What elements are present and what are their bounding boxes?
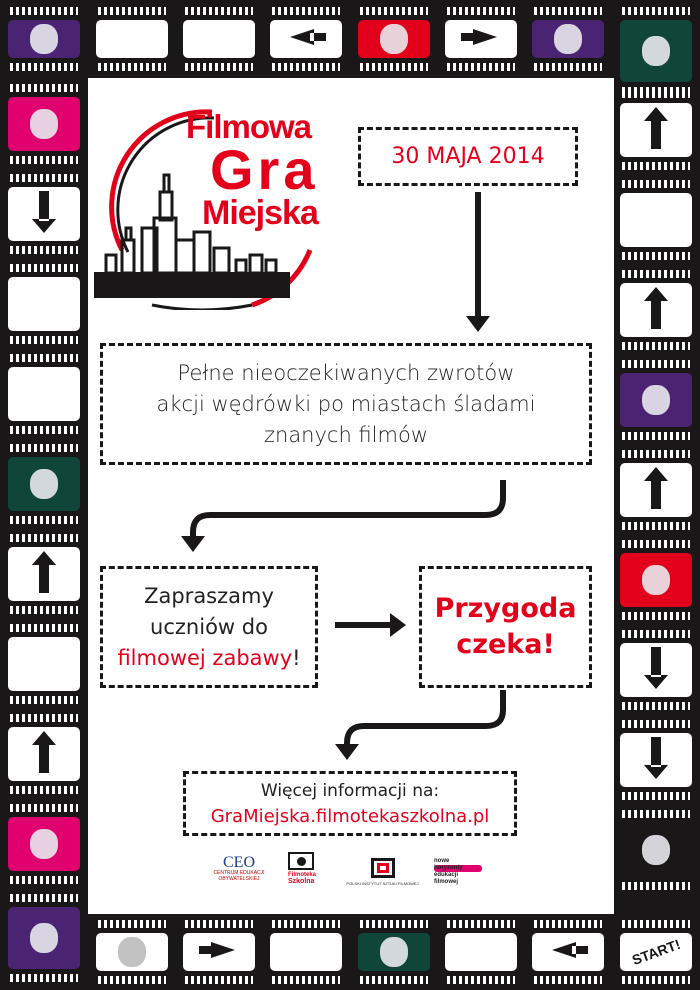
more-info-label: Więcej informacji na:: [260, 780, 440, 801]
arrow-down-icon: [8, 185, 80, 243]
camera-icon: [30, 469, 58, 499]
board-cell: [96, 7, 168, 71]
lemon-icon: [30, 923, 58, 953]
board-cell: [620, 180, 692, 260]
logo-filmowa-gra-miejska: Filmowa Gra Miejska: [92, 100, 342, 310]
arrow-left-icon: [532, 931, 604, 973]
board-cell: [445, 920, 517, 984]
board-cell: [358, 7, 430, 71]
ceo-name: OBYWATELSKIEJ: [218, 876, 260, 882]
robot-icon: [118, 937, 146, 967]
nhef-line: nowe: [434, 858, 450, 864]
pisf-mark: [370, 858, 395, 878]
invite-suffix: !: [292, 645, 301, 670]
board-cell: [620, 7, 692, 95]
film-frame-icon: [288, 852, 314, 870]
start-icon: START!: [629, 935, 683, 969]
heart-icon: [642, 565, 670, 595]
board-cell: [620, 450, 692, 530]
adventure-line: czeka!: [456, 629, 555, 660]
nowe-horyzonty-logo: nowe horyzonty edukacji filmowej: [434, 858, 482, 886]
arrow-up-icon: [620, 281, 692, 339]
board-cell: [8, 264, 80, 344]
board-cell: [532, 7, 604, 71]
logo-text-gra: Gra: [210, 138, 319, 201]
website-link[interactable]: GraMiejska.filmotekaszkolna.pl: [210, 805, 490, 827]
board-cell: [620, 540, 692, 620]
nhef-line: horyzonty: [434, 865, 482, 872]
board-cell: [8, 804, 80, 884]
board-cell: [620, 90, 692, 170]
board-cell: [8, 624, 80, 704]
board-cell: [620, 720, 692, 800]
event-date: 30 MAJA 2014: [391, 144, 545, 169]
ceo-name: CENTRUM EDUKACJI: [213, 870, 265, 876]
board-cell: [620, 630, 692, 710]
board-cell: [445, 7, 517, 71]
board-cell: [8, 7, 80, 71]
arrow-up-icon: [620, 461, 692, 519]
arrow-left-icon: [270, 18, 342, 60]
board-cell: [183, 920, 255, 984]
nhef-line: edukacji: [434, 872, 459, 878]
description-line: akcji wędrówki po miastach śladami: [156, 391, 536, 416]
filmoteka-szkolna-logo: Filmoteka Szkolna: [288, 852, 328, 885]
invite-line: uczniów do: [150, 614, 268, 639]
adventure-box: Przygoda czeka!: [419, 566, 592, 688]
filmoteka-name: Szkolna: [288, 878, 315, 885]
invite-line: Zapraszamy: [144, 583, 274, 608]
yarn-ball-icon: [380, 937, 408, 967]
description-line: znanych filmów: [263, 422, 428, 447]
board-cell: START!: [620, 920, 692, 984]
mask-icon: [642, 36, 670, 66]
board-cell: [358, 920, 430, 984]
nhef-line: filmowej: [434, 879, 459, 885]
board-cell: [270, 7, 342, 71]
pisf-name: POLSKI INSTYTUT SZTUKI FILMOWEJ: [346, 881, 419, 886]
description-box: Pełne nieoczekiwanych zwrotów akcji wędr…: [100, 343, 592, 465]
character-icon: [380, 24, 408, 54]
arrow-up-icon: [620, 101, 692, 159]
date-box: 30 MAJA 2014: [358, 127, 578, 186]
ring-icon: [30, 829, 58, 859]
board-cell: [270, 920, 342, 984]
board-cell: [8, 444, 80, 524]
adventure-line: Przygoda: [434, 593, 577, 624]
board-cell: [96, 920, 168, 984]
face-icon: [30, 109, 58, 139]
board-cell: [620, 270, 692, 350]
filmoteka-name: Filmoteka: [288, 872, 317, 878]
board-cell: [532, 920, 604, 984]
arrow-down-icon: [620, 641, 692, 699]
board-cell: [620, 810, 692, 890]
projector-icon: [642, 385, 670, 415]
board-cell: [183, 7, 255, 71]
board-cell: [620, 360, 692, 440]
board-cell: [8, 84, 80, 164]
arrow-up-icon: [8, 545, 80, 603]
invite-box: Zapraszamy uczniów do filmowej zabawy!: [100, 566, 318, 688]
magnet-icon: [642, 835, 670, 865]
board-cell: [8, 714, 80, 794]
logo-text-miejska: Miejska: [202, 194, 319, 232]
board-cell: [8, 174, 80, 254]
arrow-down-icon: [620, 731, 692, 789]
owl-icon: [30, 24, 58, 54]
board-cell: [8, 894, 80, 982]
arrow-up-icon: [8, 725, 80, 783]
arrow-right-icon: [183, 931, 255, 973]
ceo-mark: CEO: [223, 854, 255, 871]
ice-cream-icon: [554, 24, 582, 54]
logo-text-filmowa: Filmowa: [186, 108, 312, 145]
invite-highlight: filmowej zabawy: [117, 645, 293, 670]
more-info-box: Więcej informacji na: GraMiejska.filmote…: [183, 771, 517, 836]
ceo-logo: CEO CENTRUM EDUKACJI OBYWATELSKIEJ: [210, 854, 268, 883]
pisf-logo: POLSKI INSTYTUT SZTUKI FILMOWEJ: [345, 858, 420, 886]
logo-city-graphic: [94, 109, 313, 310]
description-line: Pełne nieoczekiwanych zwrotów: [177, 360, 515, 385]
board-cell: [8, 534, 80, 614]
board-cell: [8, 354, 80, 434]
arrow-right-icon: [445, 18, 517, 60]
